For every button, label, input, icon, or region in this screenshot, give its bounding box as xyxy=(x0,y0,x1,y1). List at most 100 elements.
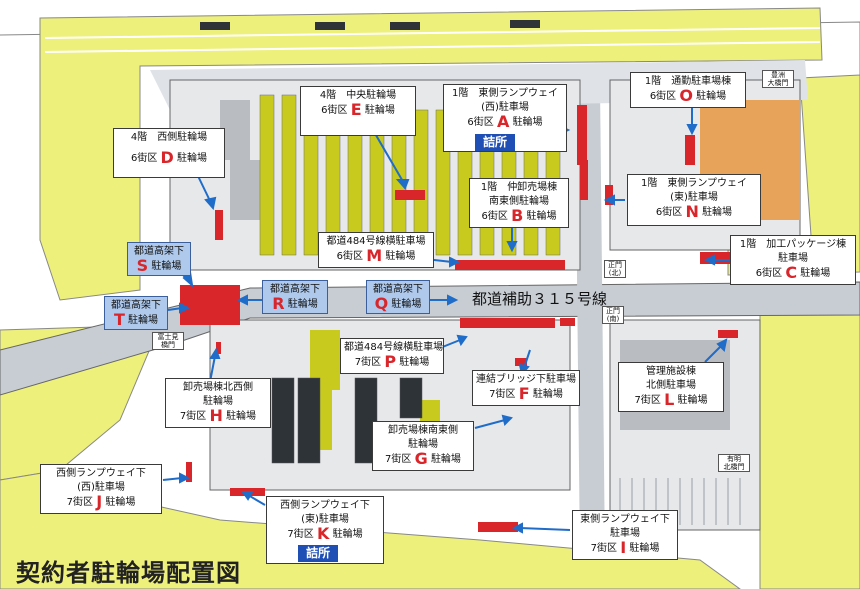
lot-B-letter: B xyxy=(511,206,524,225)
lot-E-district: 6街区 xyxy=(321,105,348,116)
lot-B-name2: 南東側駐輪場 xyxy=(489,196,549,207)
gate-seimon-north-line1: 正門 xyxy=(608,261,622,269)
lot-C-name2: 駐車場 xyxy=(778,253,808,264)
lot-M-suffix: 駐輪場 xyxy=(385,251,416,262)
lot-E-label[interactable]: 4階 中央駐輪場 6街区 E 駐輪場 xyxy=(300,86,416,136)
gate-ariake-kitabashi: 有明 北橋門 xyxy=(718,454,750,472)
lot-G-name: 卸売場棟南東側 xyxy=(388,425,458,436)
lot-L-district: 7街区 xyxy=(634,395,661,406)
lot-N-floor: 1階 xyxy=(640,178,658,189)
dark-buildings xyxy=(271,377,423,464)
lot-Q-label[interactable]: 都道高架下 Q 駐輪場 xyxy=(366,280,430,314)
lot-D-label[interactable]: 4階 西側駐輪場 6街区 D 駐輪場 xyxy=(113,128,225,178)
map-title: 契約者駐輪場配置図 xyxy=(16,559,241,587)
lot-S-name: 都道高架下 xyxy=(134,246,184,257)
lot-O-letter: O xyxy=(679,86,693,105)
lot-P-suffix: 駐輪場 xyxy=(399,357,430,368)
lot-C-label[interactable]: 1階 加工パッケージ棟 駐車場 6街区 C 駐輪場 xyxy=(730,235,856,285)
lot-N-name2: (東)駐車場 xyxy=(670,192,718,203)
lot-H-letter: H xyxy=(209,406,223,425)
lot-R-letter: R xyxy=(272,294,285,313)
lot-T-label[interactable]: 都道高架下 T 駐輪場 xyxy=(104,296,168,330)
lot-H-suffix: 駐輪場 xyxy=(226,411,257,422)
lot-D-letter: D xyxy=(160,148,174,167)
lot-R-label[interactable]: 都道高架下 R 駐輪場 xyxy=(262,280,328,314)
gray-building-north-1 xyxy=(220,100,250,160)
lot-N-label[interactable]: 1階 東側ランプウェイ (東)駐車場 6街区 N 駐輪場 xyxy=(627,174,761,226)
lot-I-suffix: 駐輪場 xyxy=(629,543,660,554)
lot-K-name2: (東)駐車場 xyxy=(301,514,349,525)
lot-K-guard-post: 詰所 xyxy=(298,545,339,562)
lot-G-letter: G xyxy=(414,449,428,468)
lot-Q-suffix: 駐輪場 xyxy=(391,299,422,310)
lot-K-label[interactable]: 西側ランプウェイ下 (東)駐車場 7街区 K 駐輪場 xyxy=(266,496,384,564)
lot-H-label[interactable]: 卸売場棟北西側 駐輪場 7街区 H 駐輪場 xyxy=(165,378,271,428)
lot-B-name: 仲卸売場棟 xyxy=(507,182,558,193)
lot-M-letter: M xyxy=(366,246,383,265)
lot-G-suffix: 駐輪場 xyxy=(430,454,461,465)
lot-F-letter: F xyxy=(518,384,530,403)
gate-ariake-line2: 北橋門 xyxy=(723,463,745,471)
lot-S-suffix: 駐輪場 xyxy=(151,261,182,272)
gate-seimon-south-line1: 正門 xyxy=(606,307,620,315)
lot-E-letter: E xyxy=(350,100,362,119)
gate-seimon-south-line2: (南) xyxy=(606,315,620,323)
gate-fujimi-line1: 富士見 xyxy=(157,333,179,341)
lot-A-letter: A xyxy=(496,112,510,131)
lot-S-letter: S xyxy=(136,256,149,275)
lot-B-suffix: 駐輪場 xyxy=(526,211,557,222)
lot-F-label[interactable]: 連結ブリッジ下駐車場 7街区 F 駐輪場 xyxy=(472,370,580,406)
lot-G-label[interactable]: 卸売場棟南東側 駐輪場 7街区 G 駐輪場 xyxy=(372,421,474,471)
lot-T-suffix: 駐輪場 xyxy=(128,315,159,326)
lot-O-district: 6街区 xyxy=(649,91,677,102)
lot-K-suffix: 駐輪場 xyxy=(332,529,363,540)
lot-S-label[interactable]: 都道高架下 S 駐輪場 xyxy=(127,242,191,276)
lot-P-letter: P xyxy=(384,352,397,371)
lot-C-suffix: 駐輪場 xyxy=(800,268,831,279)
lot-D-district: 6街区 xyxy=(130,153,158,164)
road-label: 都道補助３１５号線 xyxy=(472,290,608,308)
lot-J-letter: J xyxy=(96,492,103,511)
lot-Q-letter: Q xyxy=(374,294,389,313)
lot-N-district: 6街区 xyxy=(655,207,683,218)
lot-L-name: 管理施設棟 xyxy=(646,366,696,377)
lot-C-floor: 1階 xyxy=(739,239,757,250)
gate-seimon-north-line2: (北) xyxy=(608,269,622,277)
lot-P-label[interactable]: 都道484号線横駐車場 7街区 P 駐輪場 xyxy=(340,338,444,374)
top-marks xyxy=(200,20,540,30)
lot-M-label[interactable]: 都道484号線横駐車場 6街区 M 駐輪場 xyxy=(318,232,434,268)
lot-N-letter: N xyxy=(685,202,699,221)
lot-B-label[interactable]: 1階 仲卸売場棟 南東側駐輪場 6街区 B 駐輪場 xyxy=(469,178,569,228)
gate-fujimi-bashi: 富士見 橋門 xyxy=(152,332,184,350)
lot-D-suffix: 駐輪場 xyxy=(177,153,208,164)
lot-L-label[interactable]: 管理施設棟 北側駐車場 7街区 L 駐輪場 xyxy=(618,362,724,412)
lot-C-name: 加工パッケージ棟 xyxy=(766,239,847,250)
lot-R-name: 都道高架下 xyxy=(270,284,320,295)
north-stripes xyxy=(259,94,561,256)
lot-K-name: 西側ランプウェイ下 xyxy=(280,500,370,511)
lot-F-suffix: 駐輪場 xyxy=(532,389,563,400)
lot-D-floor: 4階 xyxy=(130,132,148,143)
road-east-vertical xyxy=(575,85,605,560)
lot-A-guard-post: 詰所 xyxy=(475,134,516,151)
lot-I-name2: 駐車場 xyxy=(610,528,640,539)
lot-O-suffix: 駐輪場 xyxy=(696,91,727,102)
lot-A-floor: 1階 xyxy=(451,88,469,99)
lot-T-name: 都道高架下 xyxy=(111,300,161,311)
lot-C-district: 6街区 xyxy=(755,268,783,279)
lot-J-label[interactable]: 西側ランプウェイ下 (西)駐車場 7街区 J 駐輪場 xyxy=(40,464,162,514)
lot-L-name2: 北側駐車場 xyxy=(646,380,696,391)
parking-lines-se xyxy=(619,478,741,525)
lot-J-suffix: 駐輪場 xyxy=(105,497,136,508)
lot-M-district: 6街区 xyxy=(336,251,364,262)
lot-A-name: 東側ランプウェイ xyxy=(478,88,559,99)
lot-F-district: 7街区 xyxy=(489,389,516,400)
lot-O-label[interactable]: 1階 通勤駐車場棟 6街区 O 駐輪場 xyxy=(630,72,746,108)
lot-J-name: 西側ランプウェイ下 xyxy=(56,468,146,479)
lot-D-name: 西側駐輪場 xyxy=(157,132,208,143)
lot-I-label[interactable]: 東側ランプウェイ下 駐車場 7街区 I 駐輪場 xyxy=(572,510,678,560)
lot-L-letter: L xyxy=(664,390,675,409)
lot-H-district: 7街区 xyxy=(179,411,207,422)
gate-toyosu-line1: 豊洲 xyxy=(771,71,785,79)
